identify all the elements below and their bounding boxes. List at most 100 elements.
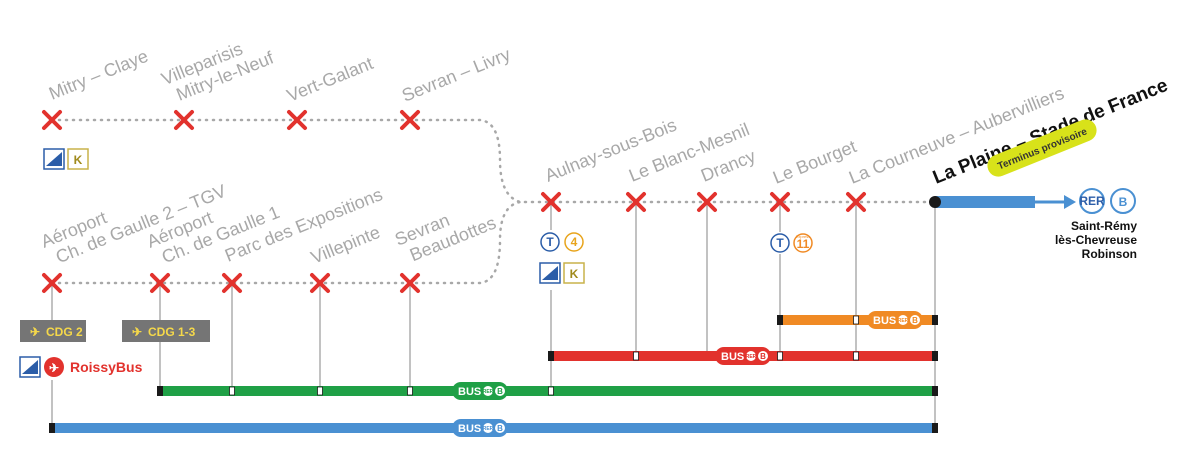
- train-icon: [19, 356, 41, 378]
- le-bourget-connections: T Express 11: [770, 233, 813, 253]
- rer-b-continuation-arrow: [935, 195, 1076, 209]
- bus-stop: [317, 386, 323, 396]
- bus-stop: [229, 386, 235, 396]
- svg-text:Express: Express: [796, 234, 810, 239]
- roissybus-label: RoissyBus: [70, 359, 143, 375]
- bus-stop: [407, 386, 413, 396]
- svg-text:RER: RER: [746, 354, 757, 360]
- svg-text:BUS: BUS: [721, 351, 744, 363]
- bus-stop: [633, 351, 639, 361]
- svg-text:B: B: [1119, 195, 1128, 209]
- terminus-station-dot: [929, 196, 941, 208]
- bus-terminal-stop: [932, 315, 938, 325]
- station-label-sevran-beaudottes: Sevran Beaudottes: [392, 194, 499, 268]
- svg-text:11: 11: [797, 237, 810, 251]
- tram-11-express-icon: [793, 233, 813, 253]
- station-label-vert-galant: Vert-Galant: [284, 53, 376, 106]
- closed-station-markers: [42, 110, 866, 293]
- bus-terminal-stop: [548, 351, 554, 361]
- cdg-branch-line: [50, 200, 522, 285]
- plane-icon: ✈: [30, 325, 40, 339]
- closed-station-cross-villeparisis: [174, 110, 194, 130]
- closed-station-cross-aeroport-cdg2: [42, 273, 62, 293]
- cdg13-tag: ✈ CDG 1-3: [122, 320, 210, 342]
- closed-station-cross-sevran-beaudottes: [400, 273, 420, 293]
- bus-stop: [853, 315, 859, 325]
- station-label-villeparisis: Villeparisis Mitry-le-Neuf: [159, 29, 278, 108]
- closed-station-cross-blanc-mesnil: [626, 192, 646, 212]
- plane-icon: ✈: [132, 325, 142, 339]
- svg-text:CDG 2: CDG 2: [46, 325, 83, 339]
- line-k-icon: K: [563, 262, 585, 284]
- svg-text:BUS: BUS: [458, 386, 481, 398]
- closed-station-cross-drancy: [697, 192, 717, 212]
- closed-station-cross-sevran-livry: [400, 110, 420, 130]
- aulnay-connections: T 4 K: [539, 232, 585, 284]
- svg-text:B: B: [497, 424, 503, 433]
- rer-icon: [1079, 188, 1105, 214]
- mitry-branch-line: [50, 118, 937, 204]
- svg-text:BUS: BUS: [873, 315, 896, 327]
- bus-terminal-stop: [932, 351, 938, 361]
- bus-terminal-stop: [777, 315, 783, 325]
- bus-terminal-stop: [932, 423, 938, 433]
- svg-text:✈: ✈: [49, 361, 59, 375]
- train-icon: [539, 262, 561, 284]
- svg-text:4: 4: [571, 235, 578, 249]
- svg-text:CDG 1-3: CDG 1-3: [148, 325, 196, 339]
- roissybus-connections: ✈ RoissyBus: [19, 356, 143, 378]
- closed-station-cross-villepinte: [310, 273, 330, 293]
- closed-station-cross-mitry-claye: [42, 110, 62, 130]
- cdg2-tag: ✈ CDG 2: [20, 320, 86, 342]
- svg-text:RER: RER: [483, 426, 494, 432]
- bus-stop: [548, 386, 554, 396]
- svg-text:B: B: [497, 387, 503, 396]
- tram-4-icon: [564, 232, 584, 252]
- destination-rer-b: RER B Saint-Rémy lès-Chevreuse Robinson: [1055, 188, 1137, 261]
- bus-terminal-stop: [49, 423, 55, 433]
- station-label-le-bourget: Le Bourget: [770, 136, 859, 188]
- svg-text:RER: RER: [483, 389, 494, 395]
- closed-station-cross-aeroport-cdg1: [150, 273, 170, 293]
- bus-stop: [853, 351, 859, 361]
- train-icon: [43, 148, 65, 170]
- svg-text:K: K: [570, 267, 579, 281]
- line-b-icon: [1110, 188, 1136, 214]
- svg-text:T: T: [776, 236, 784, 250]
- svg-text:RER: RER: [898, 318, 909, 324]
- bus-stop: [777, 351, 783, 361]
- station-label-mitry-claye: Mitry – Claye: [46, 46, 151, 104]
- svg-text:BUS: BUS: [458, 423, 481, 435]
- svg-text:B: B: [912, 316, 918, 325]
- closed-station-cross-parc-expos: [222, 273, 242, 293]
- closed-station-cross-le-bourget: [770, 192, 790, 212]
- destination-2: lès-Chevreuse: [1055, 233, 1137, 247]
- closed-station-cross-la-courneuve: [846, 192, 866, 212]
- svg-text:T: T: [546, 235, 554, 249]
- svg-text:RER: RER: [1079, 194, 1105, 208]
- closed-station-cross-vert-galant: [287, 110, 307, 130]
- destination-3: Robinson: [1082, 247, 1137, 261]
- station-labels: Mitry – Claye Villeparisis Mitry-le-Neuf…: [38, 29, 1171, 268]
- tram-icon: [540, 232, 560, 252]
- svg-text:K: K: [74, 153, 83, 167]
- tram-icon: [770, 233, 790, 253]
- svg-text:B: B: [760, 352, 766, 361]
- destination-1: Saint-Rémy: [1071, 219, 1137, 233]
- closed-station-cross-aulnay: [541, 192, 561, 212]
- station-label-sevran-livry: Sevran – Livry: [399, 44, 513, 106]
- bus-terminal-stop: [932, 386, 938, 396]
- bus-terminal-stop: [157, 386, 163, 396]
- mitry-connections: K: [43, 148, 89, 170]
- roissybus-icon: [44, 357, 64, 377]
